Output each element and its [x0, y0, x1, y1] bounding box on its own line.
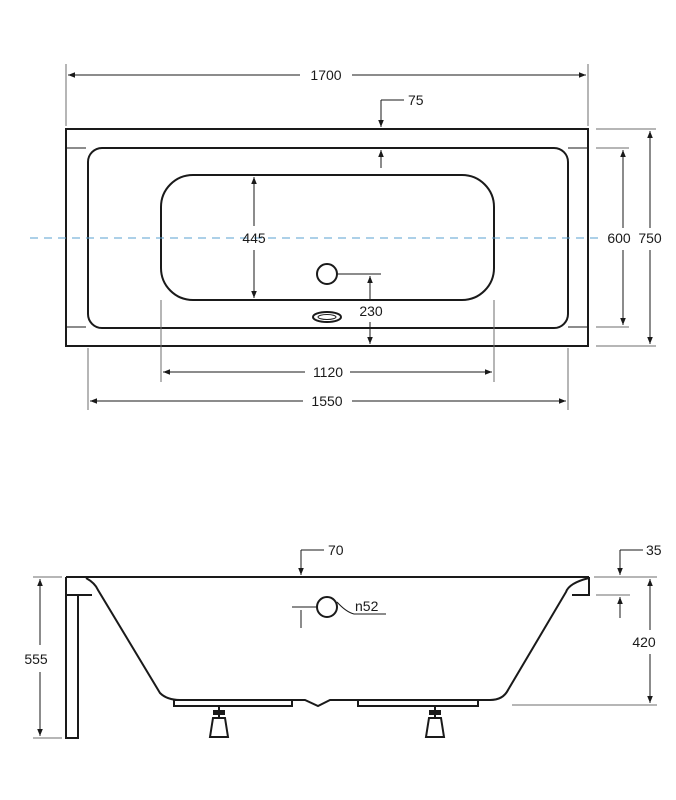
overflow-ellipse-inner [317, 314, 337, 320]
foot-left-bolt [213, 710, 225, 715]
side-panel [65, 577, 79, 739]
dim-555-label: 555 [24, 651, 48, 667]
dim-1550-label: 1550 [311, 393, 342, 409]
dim-1700-label: 1700 [310, 67, 341, 83]
dim-230-label: 230 [359, 303, 383, 319]
overflow-callout [336, 601, 386, 615]
dim-35-label: 35 [646, 542, 662, 558]
overflow-circle [316, 596, 338, 618]
rim-right-lip [572, 577, 590, 596]
dim-420-label: 420 [632, 634, 656, 650]
top-view: 1700 75 445 600 750 230 1120 [30, 64, 662, 410]
dim-445-label: 445 [242, 230, 266, 246]
support-rail-left [173, 699, 293, 707]
foot-left-base [208, 717, 230, 738]
dim-600-label: 600 [607, 230, 631, 246]
drain-circle [316, 263, 338, 285]
dim-n52-label: n52 [355, 598, 379, 614]
tub-body-outline [85, 577, 590, 708]
dim-750-label: 750 [638, 230, 662, 246]
dim-1120-label: 1120 [313, 364, 343, 380]
overflow-ellipse [312, 311, 342, 323]
foot-right-bolt [429, 710, 441, 715]
foot-right-base [424, 717, 446, 738]
support-rail-right [357, 699, 479, 707]
dim-75-label: 75 [408, 92, 424, 108]
dim-70-label: 70 [328, 542, 344, 558]
side-view: n52 70 35 420 555 [24, 542, 662, 739]
